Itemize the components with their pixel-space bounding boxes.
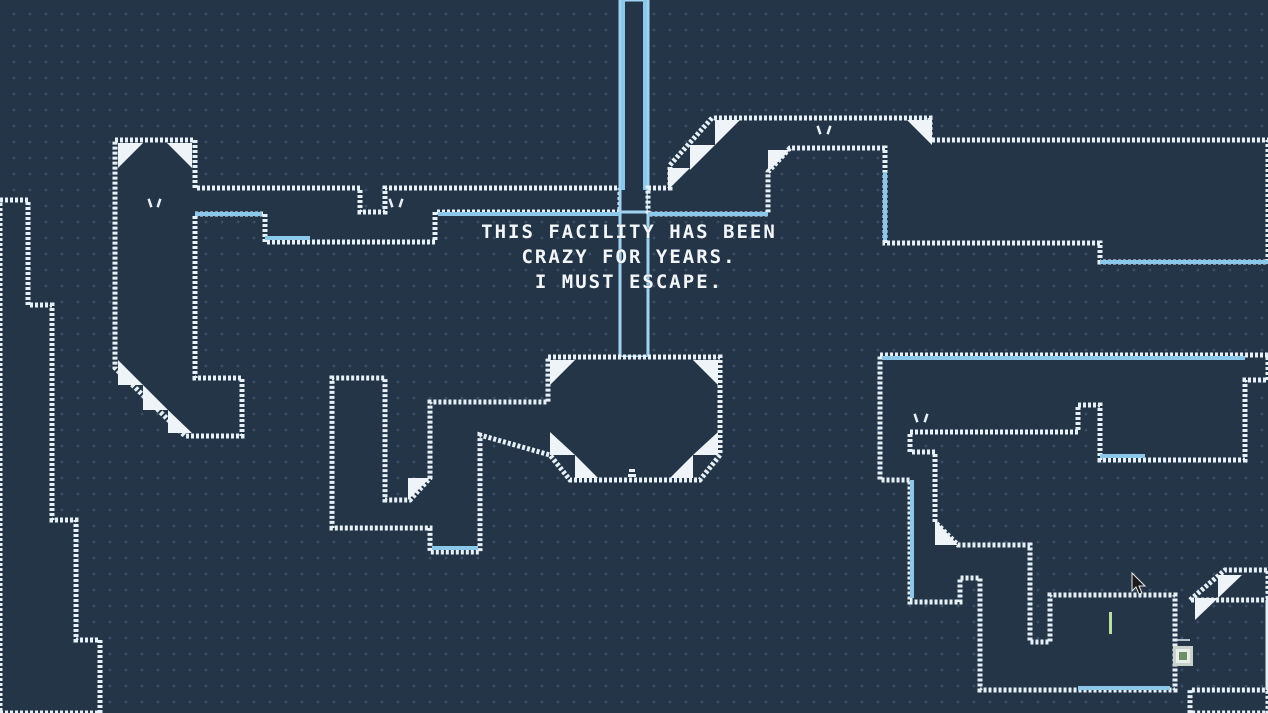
spike: [575, 455, 598, 478]
spike: [670, 455, 693, 478]
exit-corridor: [1183, 567, 1268, 713]
spike: [167, 143, 192, 168]
lower-right-corridor: [877, 352, 1268, 693]
spike: [907, 120, 932, 145]
eye-marker: [147, 198, 153, 208]
spike: [550, 432, 575, 455]
light-beam: [1109, 612, 1112, 634]
eye-marker: [923, 413, 929, 423]
spike: [693, 432, 718, 455]
spike: [1195, 598, 1218, 620]
spike: [408, 478, 430, 500]
vertical-shaft-middle: [618, 210, 650, 359]
spike: [118, 143, 143, 168]
eye-marker: [913, 413, 919, 423]
spike-group: [118, 120, 1242, 620]
exit-switch[interactable]: [1173, 646, 1193, 666]
central-chamber: [329, 354, 723, 555]
eye-marker: [826, 125, 832, 135]
spike: [715, 120, 740, 145]
eye-marker: [388, 198, 394, 208]
dialogue-line-3: I MUST ESCAPE.: [534, 271, 724, 293]
dialogue-text: THIS FACILITY HAS BEEN CRAZY FOR YEARS. …: [470, 220, 788, 295]
spike: [168, 410, 192, 433]
player-character: [628, 465, 636, 477]
spike: [668, 168, 690, 190]
eye-marker: [156, 198, 162, 208]
dialogue-line-1: THIS FACILITY HAS BEEN: [481, 221, 777, 243]
eye-marker: [398, 198, 404, 208]
spike: [118, 360, 143, 385]
spike: [935, 520, 958, 545]
spike: [1218, 575, 1242, 598]
spike: [550, 360, 575, 385]
left-boundary-wall: [0, 197, 103, 713]
spike: [143, 385, 168, 410]
dialogue-line-2: CRAZY FOR YEARS.: [521, 246, 737, 268]
mouse-cursor-icon: [1131, 571, 1147, 601]
spike: [690, 145, 715, 170]
eye-marker: [816, 125, 822, 135]
spike: [693, 360, 718, 385]
spike: [768, 150, 790, 172]
eye-markers: [147, 125, 929, 423]
